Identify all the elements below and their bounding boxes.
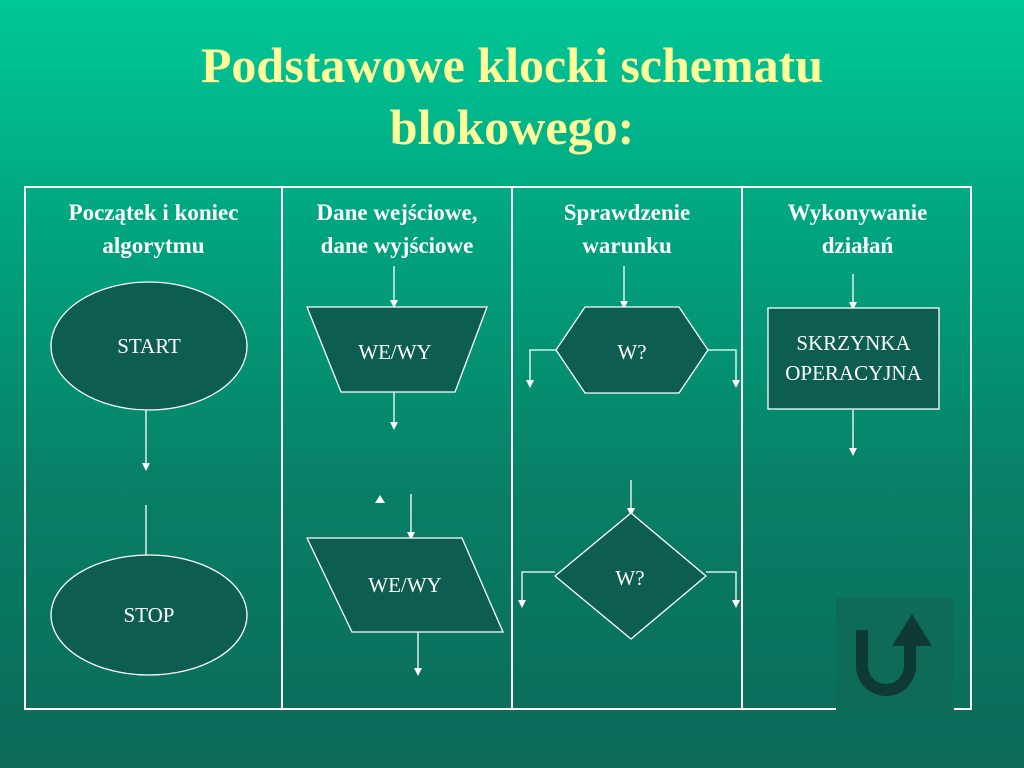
io-trapezoid-label: WE/WY xyxy=(358,340,432,364)
process-label-line: SKRZYNKA xyxy=(796,331,911,355)
column-divider xyxy=(281,186,283,710)
io-parallelogram-label: WE/WY xyxy=(368,573,442,597)
title-line-1: Podstawowe klocki schematu xyxy=(200,37,824,93)
column-header-line: działań xyxy=(821,233,894,258)
column-header-line: Początek i koniec xyxy=(68,200,239,225)
column-header-line: dane wyjściowe xyxy=(320,233,474,258)
condition-hexagon-label: W? xyxy=(617,340,647,364)
process-label-line: OPERACYJNA xyxy=(785,361,922,385)
io-trapezoid xyxy=(306,306,488,393)
condition-diamond xyxy=(553,512,708,640)
blocks-table xyxy=(24,186,972,710)
column-header-line: warunku xyxy=(582,233,672,258)
stop-oval xyxy=(50,554,248,676)
title-line-2: blokowego: xyxy=(389,99,635,155)
column-header-line: Sprawdzenie xyxy=(563,200,691,225)
column-header-process: Wykonywanie działań xyxy=(743,196,972,262)
start-oval xyxy=(50,281,248,411)
branch-arrow xyxy=(706,571,740,608)
column-header-line: algorytmu xyxy=(102,233,205,258)
column-header-condition: Sprawdzenie warunku xyxy=(513,196,741,262)
branch-arrow xyxy=(526,349,556,388)
arrowhead-mark xyxy=(375,495,385,503)
column-header-io: Dane wejściowe, dane wyjściowe xyxy=(283,196,511,262)
stop-label: STOP xyxy=(123,603,175,627)
condition-hexagon xyxy=(555,306,709,394)
process-box-label: SKRZYNKA OPERACYJNA xyxy=(762,328,945,388)
branch-arrow xyxy=(518,571,555,608)
u-turn-arrow-icon xyxy=(856,614,932,696)
page-title: Podstawowe klocki schematu blokowego: xyxy=(0,34,1024,158)
column-header-line: Dane wejściowe, xyxy=(316,200,478,225)
column-divider xyxy=(741,186,743,710)
start-label: START xyxy=(117,334,181,358)
io-parallelogram xyxy=(305,537,504,633)
condition-diamond-label: W? xyxy=(615,566,645,590)
column-header-start-end: Początek i koniec algorytmu xyxy=(26,196,281,262)
column-divider xyxy=(511,186,513,710)
branch-arrow xyxy=(708,349,740,388)
column-header-line: Wykonywanie xyxy=(787,200,928,225)
back-button[interactable] xyxy=(836,598,954,716)
process-box xyxy=(767,307,940,410)
